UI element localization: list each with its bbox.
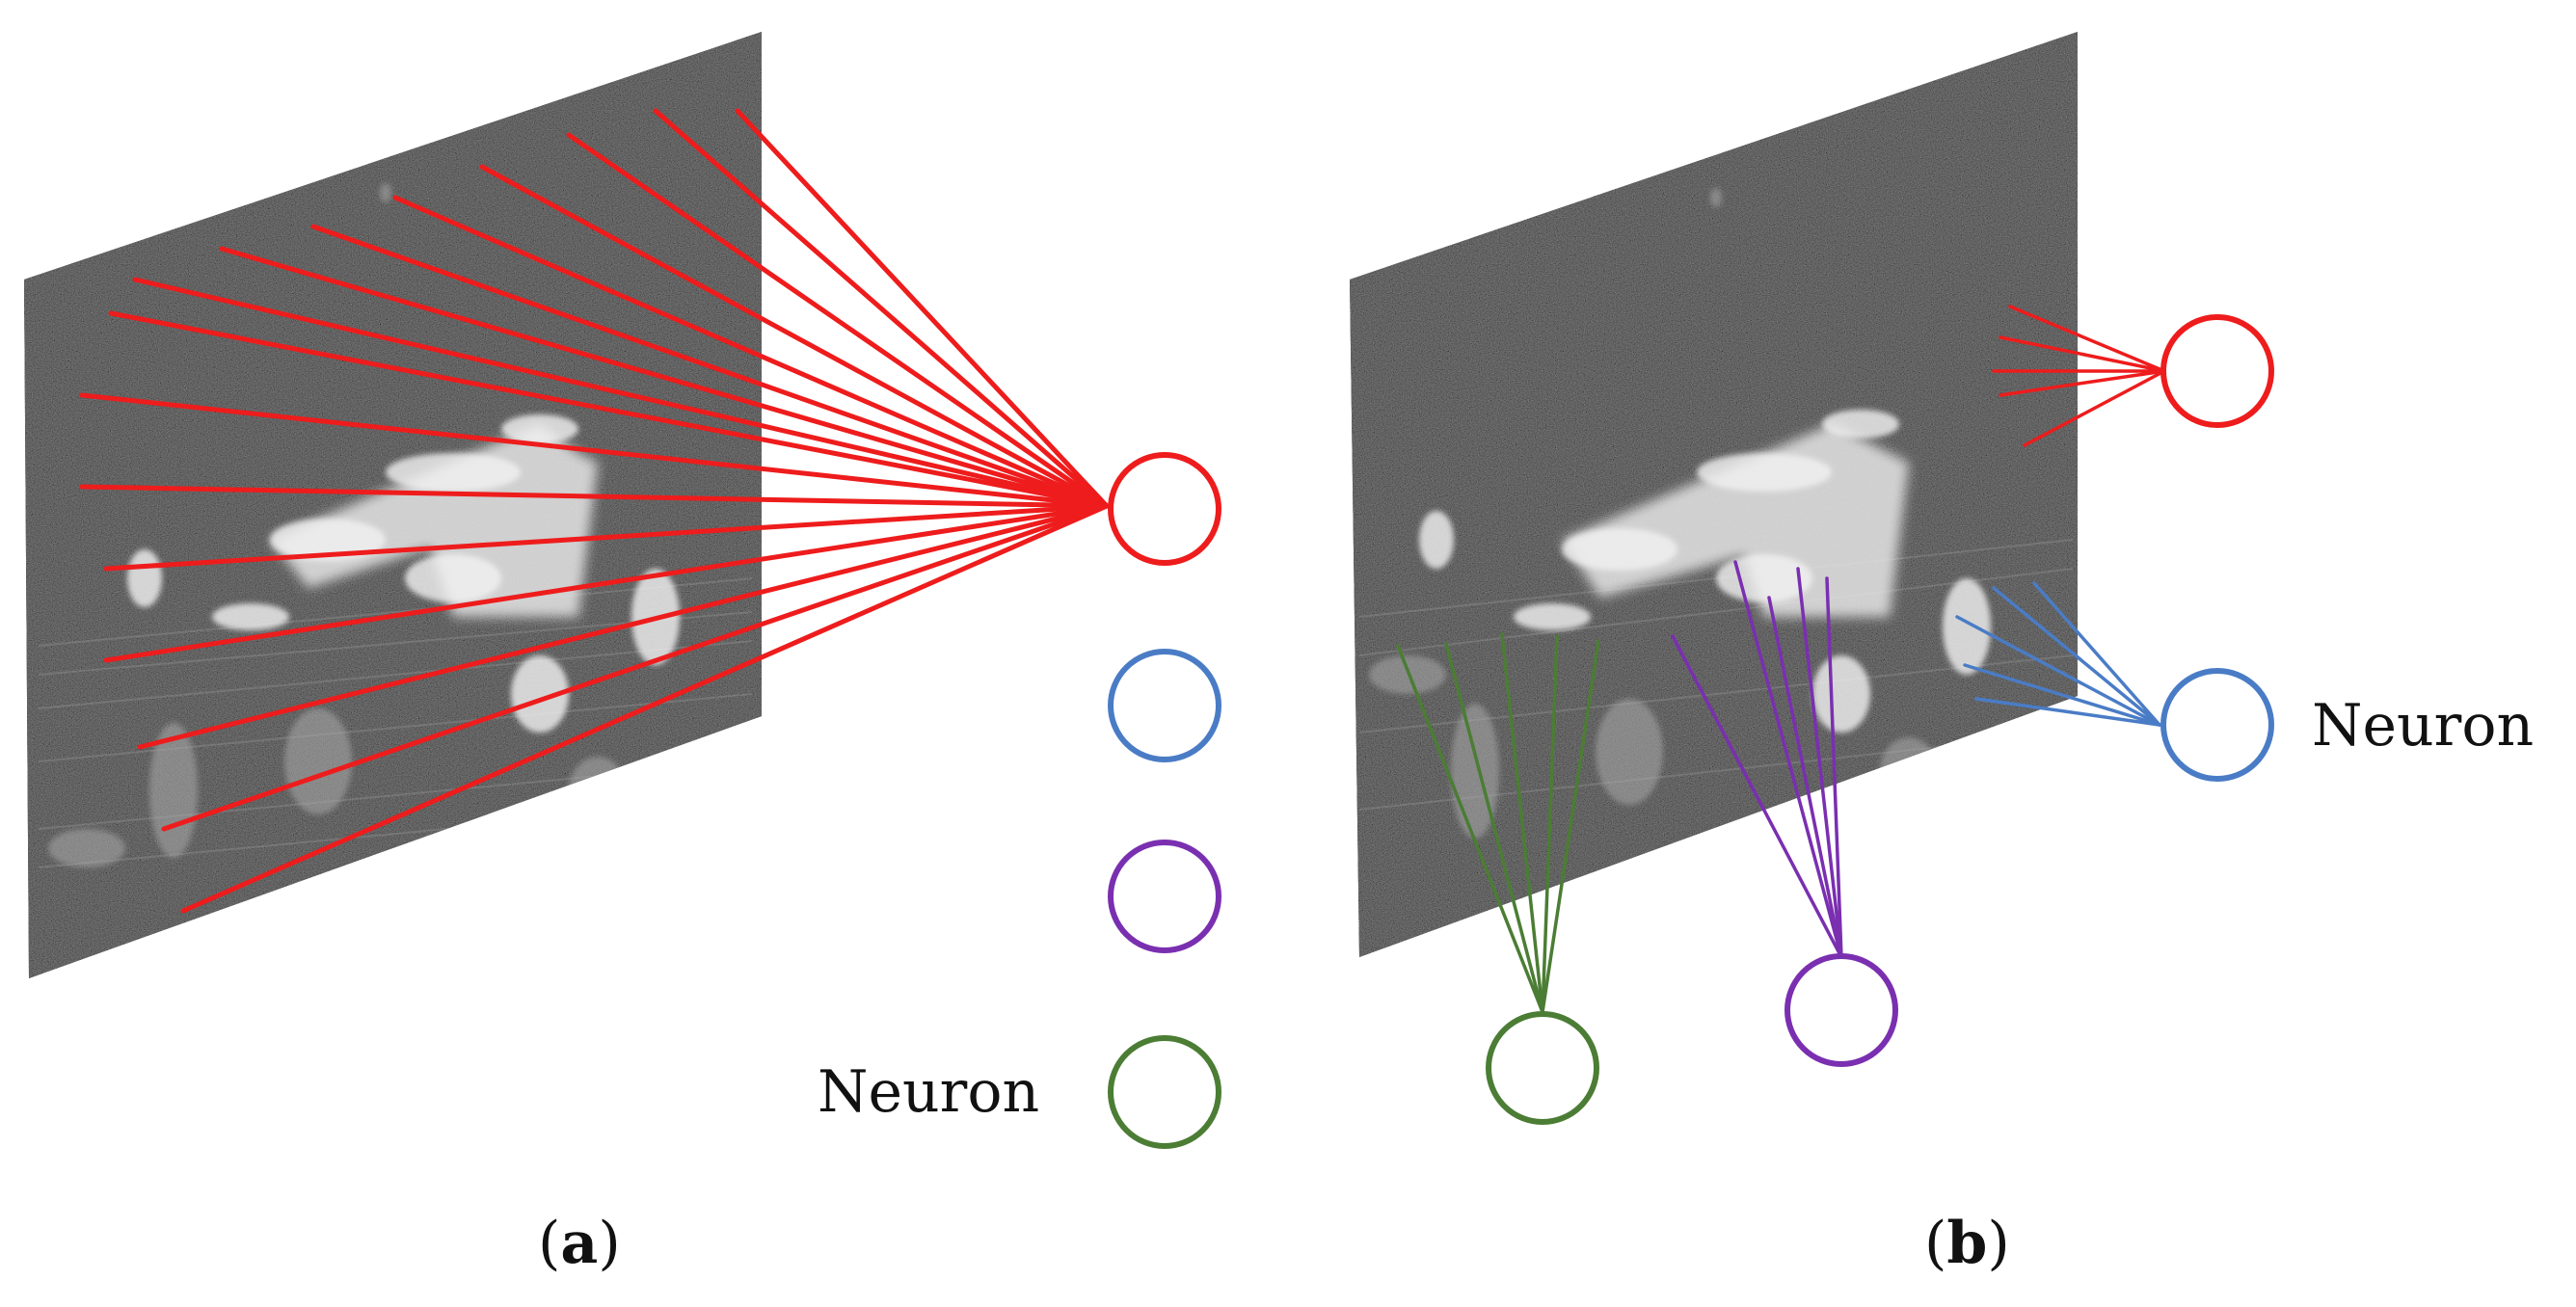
neuron-purple-b bbox=[1784, 953, 1898, 1067]
neuron-purple-a bbox=[1108, 840, 1221, 953]
caption-a-open: ( bbox=[538, 1210, 561, 1277]
neuron-red-b bbox=[2160, 314, 2274, 428]
local-connections-green bbox=[1396, 632, 1600, 1014]
caption-b-close: ) bbox=[1987, 1210, 2010, 1277]
neuron-green-b bbox=[1486, 1011, 1599, 1125]
sar-image-b bbox=[1350, 32, 2078, 957]
local-connections-red bbox=[1992, 305, 2166, 447]
neuron-label-a: Neuron bbox=[818, 1058, 1040, 1126]
panel-a bbox=[24, 32, 1221, 1149]
neuron-label-b: Neuron bbox=[2312, 692, 2535, 760]
local-connections-blue bbox=[1955, 581, 2161, 727]
neuron-red-a bbox=[1108, 452, 1221, 566]
neuron-green-a bbox=[1108, 1035, 1221, 1149]
caption-b-letter: b bbox=[1946, 1210, 1988, 1277]
full-connections bbox=[79, 108, 1110, 914]
caption-a-letter: a bbox=[560, 1210, 599, 1277]
caption-b-open: ( bbox=[1924, 1210, 1947, 1277]
panel-b bbox=[1350, 32, 2274, 1125]
caption-a-close: ) bbox=[598, 1210, 621, 1277]
caption-a: (a) bbox=[538, 1210, 621, 1277]
neuron-blue-a bbox=[1108, 649, 1221, 762]
local-connections-purple bbox=[1671, 560, 1843, 959]
caption-b: (b) bbox=[1924, 1210, 2010, 1277]
neuron-blue-b bbox=[2160, 668, 2274, 782]
